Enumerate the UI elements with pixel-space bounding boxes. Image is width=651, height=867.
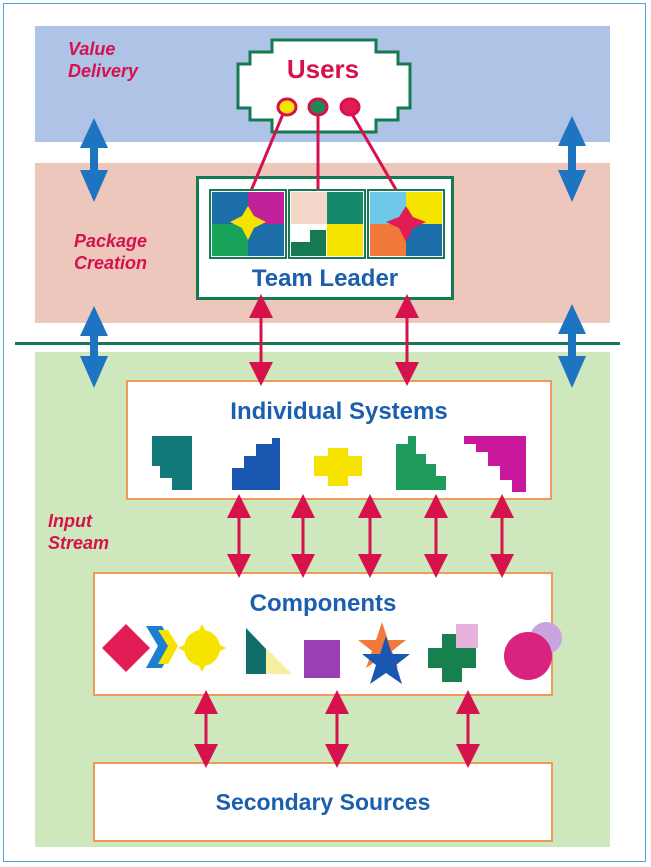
flow-arrows — [194, 294, 514, 768]
secondary-sources-title: Secondary Sources — [215, 788, 431, 815]
package-creation-label: Package Creation — [74, 230, 147, 274]
user-dots — [276, 97, 361, 117]
team-leader-title: Team Leader — [251, 265, 399, 292]
left-arrow-top — [80, 118, 108, 202]
components-title: Components — [249, 590, 397, 617]
value-delivery-label-line1: Value — [68, 39, 116, 59]
purple-square-icon — [304, 640, 340, 678]
components-icons — [102, 622, 562, 684]
magenta-stair-shape-icon — [464, 436, 526, 492]
value-delivery-label: Value Delivery — [68, 38, 138, 82]
secondary-sources-box: Secondary Sources — [93, 762, 553, 842]
user-dot-red — [339, 97, 361, 117]
right-arrow-bottom — [558, 304, 586, 388]
user-dot-green — [307, 97, 329, 117]
input-stream-label-line1: Input — [48, 511, 92, 531]
left-arrow-bottom — [80, 306, 108, 388]
quilt-panel-1 — [209, 189, 287, 259]
layer-divider-line — [15, 342, 620, 345]
orange-blue-stars-icon — [358, 622, 410, 684]
teal-stair-shape-icon — [152, 436, 192, 490]
user-line-1 — [246, 113, 285, 199]
side-arrows — [80, 116, 586, 388]
systems-icons — [152, 436, 526, 492]
green-stair-shape-icon — [396, 436, 446, 490]
user-line-3 — [350, 113, 404, 201]
quilt-panel-3 — [367, 189, 445, 259]
green-cross-icon — [428, 634, 476, 682]
quilt-panel-2 — [288, 189, 366, 259]
package-creation-label-line1: Package — [74, 231, 148, 251]
value-delivery-label-line2: Delivery — [68, 61, 139, 81]
user-dot-yellow — [276, 97, 298, 117]
package-creation-label-line2: Creation — [74, 253, 148, 273]
input-stream-label-line2: Stream — [48, 533, 110, 553]
users-title-label: Users — [286, 54, 360, 84]
magenta-circles-icon — [504, 622, 562, 680]
yellow-sun-icon — [178, 624, 226, 672]
user-connector-lines — [246, 113, 404, 201]
red-diamond-chevrons-icon — [102, 624, 150, 672]
individual-systems-title: Individual Systems — [230, 398, 448, 425]
input-stream-label: Input Stream — [48, 510, 109, 554]
right-arrow-top — [558, 116, 586, 202]
yellow-plus-blob-icon — [314, 448, 362, 486]
blue-stair-shape-icon — [232, 438, 280, 490]
